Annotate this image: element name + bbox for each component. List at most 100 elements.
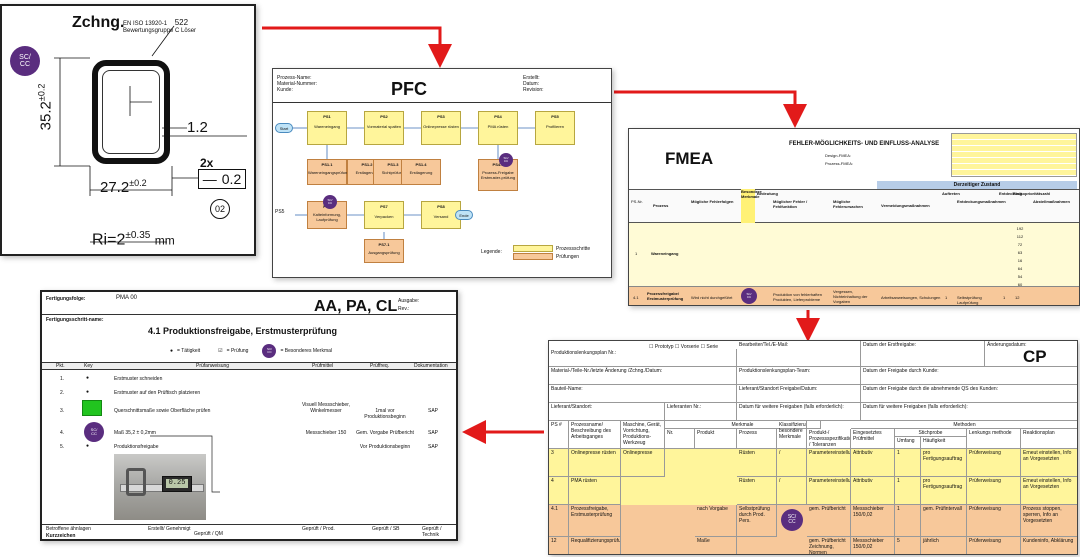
cp-r3-freq: gem. Prüfintervall bbox=[921, 505, 967, 537]
cp-r4-product: Maße bbox=[695, 537, 737, 554]
pfc-header bbox=[273, 69, 611, 103]
caliper-display: 0.25 bbox=[166, 479, 188, 488]
feature-count: 2x bbox=[200, 156, 214, 170]
cp-r3-product: nach Vorgabe bbox=[695, 505, 737, 537]
cp-checkbox-prototype[interactable]: ☐ Prototyp bbox=[649, 344, 674, 350]
radius-tol: ±0.35 bbox=[125, 230, 151, 241]
aa-col-key: Key bbox=[84, 363, 93, 369]
aa-r3-gauge: Visuell Messschieber, Winkelmesser bbox=[302, 402, 350, 414]
cp-r1-process: Rüsten bbox=[737, 449, 777, 477]
fmea-row41-rpz: 12 bbox=[1015, 295, 1020, 300]
aa-r3-freq: 1mal vor Produktionsbeginn bbox=[364, 408, 406, 420]
fmea-col-cause: Mögliche Fehlerursachen bbox=[833, 199, 863, 209]
fmea-col-process: Prozess bbox=[653, 203, 669, 208]
aa-col-doc: Dokumentation bbox=[414, 363, 448, 369]
cp-supplier-nr: Lieferanten Nr.: bbox=[665, 403, 737, 421]
fmea-process: Prozess-FMEA: bbox=[825, 161, 854, 166]
fmea-col-rpz: Risikoprioritätszahl bbox=[1013, 191, 1050, 196]
bullet-icon: ● bbox=[86, 375, 90, 381]
cp-customer-release: Datum der Freigabe durch Kunde: bbox=[861, 367, 1077, 385]
fmea-col-prevent: Vermeidungsmaßnahmen bbox=[881, 203, 930, 208]
fmea-col-detect: Entdeckungsmaßnahmen bbox=[957, 199, 1006, 204]
cp-r4-ps: 12 bbox=[549, 537, 569, 554]
table-row bbox=[549, 505, 1077, 537]
cp-r3-spec: gem. Prüfbericht bbox=[807, 505, 851, 537]
fmea-row41-det: 1 bbox=[1003, 295, 1006, 300]
cp-col-class: Klassifizierung besondere Merkmale bbox=[777, 421, 807, 449]
fmea-design: Design-FMEA: bbox=[825, 153, 852, 158]
profile-inner bbox=[102, 70, 160, 154]
cp-r4-name: Requalifizierungsprüfung bbox=[569, 537, 621, 554]
cp-r2-spec: Parametereinstellung bbox=[807, 477, 851, 505]
fmea-col-effect: Mögliche Fehlerfolgen bbox=[691, 199, 734, 204]
tolerance-ref: 522 bbox=[174, 18, 189, 27]
aa-panel: Fertigungsfolge: PMA 00 AA, PA, CL Ausga… bbox=[40, 290, 458, 541]
cp-r4-freq: jährlich bbox=[921, 537, 967, 554]
cp-r2-ps: 4 bbox=[549, 477, 569, 505]
cp-col-nr: Nr. bbox=[665, 429, 695, 449]
tolerance-note: Löser bbox=[181, 28, 197, 34]
fmea-row41-cause: Vergessen, Nichteinhaltung der Vorgaben bbox=[833, 289, 868, 304]
cp-checkbox-preseries[interactable]: ☐ Vorserie bbox=[674, 344, 700, 350]
aa-col-freq: Prüffreq. bbox=[370, 363, 390, 369]
aa-legend-activity: = Tätigkeit bbox=[177, 348, 201, 354]
fmea-row41-ps: 4.1 bbox=[633, 295, 639, 300]
aa-r1-pkt: 1. bbox=[60, 376, 65, 382]
flatness-frame: — 0.2 bbox=[198, 169, 246, 189]
cp-col-control: Lenkungs methode bbox=[967, 429, 1021, 449]
pfc-meta-created: Erstellt: bbox=[523, 75, 540, 81]
cp-group-methods: Methoden bbox=[851, 421, 1077, 429]
cp-checkbox-series[interactable]: ☐ Serie bbox=[700, 344, 719, 350]
cp-further-release-2: Datum für weitere Freigaben (falls erfor… bbox=[861, 403, 1077, 421]
aa-col-instruction: Prüfanweisung bbox=[196, 363, 230, 369]
cp-col-ps: PS # bbox=[549, 421, 569, 449]
pfc-legend-check bbox=[513, 253, 553, 260]
aa-r5-text: Produktionsfreigabe bbox=[114, 444, 159, 450]
dim-thickness: 1.2 bbox=[187, 119, 208, 136]
pfc-legend-title: Legende: bbox=[481, 249, 502, 255]
aa-r5-freq: Vor Produktionsbeginn bbox=[359, 444, 411, 450]
weld-group: Bewertungsgruppe C bbox=[123, 28, 180, 34]
weld-standard: EN ISO 13920-1 bbox=[123, 21, 168, 27]
bullet-icon: ● bbox=[86, 443, 90, 449]
cp-panel: ☐ Prototyp ☐ Vorserie ☐ Serie Produktion… bbox=[548, 340, 1078, 555]
cp-r1-reaction: Erneut einstellen, Info an Vorgesetzten bbox=[1021, 449, 1077, 477]
fmea-col-severity: Bedeutung bbox=[757, 191, 778, 196]
aa-footer-qm: Geprüft / QM bbox=[194, 531, 223, 537]
aa-header-row bbox=[42, 362, 456, 370]
fmea-info-box bbox=[951, 133, 1077, 177]
aa-r1-text: Erstmuster schneiden bbox=[114, 376, 163, 382]
cp-r2-process: Rüsten bbox=[737, 477, 777, 505]
fmea-col-special: Besondere Merkmale bbox=[741, 189, 762, 223]
aa-r4-gauge: Messschieber 150 bbox=[305, 430, 347, 436]
cp-further-release-1: Datum für weitere Freigaben (falls erfor… bbox=[737, 403, 861, 421]
caliper-photo: 0.25 bbox=[114, 454, 206, 520]
aa-footer-sb: Geprüft / SB bbox=[372, 526, 400, 532]
radius-unit: mm bbox=[154, 233, 175, 248]
fmea-row41-process: Prozessfreigabe/ Erstmusterprüfung bbox=[647, 291, 684, 301]
pfc-meta-customer: Kunde: bbox=[277, 87, 293, 93]
aa-r3-doc: SAP bbox=[428, 408, 439, 414]
cp-col-process: Prozess bbox=[737, 429, 777, 449]
cp-r2-reaction: Erneut einstellen, Info an Vorgesetzten bbox=[1021, 477, 1077, 505]
aa-footer-created: Erstellt/ Genehmigt bbox=[148, 526, 191, 532]
dimension-lines bbox=[54, 25, 247, 243]
fmea-row41-failure: Produktion von fehlerhaften Produkten, L… bbox=[773, 292, 822, 302]
profile-outline bbox=[92, 60, 170, 164]
pfc-badge-ps6: SC/ CC bbox=[323, 195, 337, 209]
pfc-meta-process: Prozess-Name: bbox=[277, 75, 312, 81]
bullet-icon: ● bbox=[86, 389, 90, 395]
cp-supplier-release: Lieferant/Standort Freigabe/Datum: bbox=[737, 385, 861, 403]
cp-r3-process: Selbstprüfung durch Prod. Pers. bbox=[737, 505, 777, 537]
dim-width: 27.2 bbox=[100, 179, 130, 196]
cp-r1-control: Prüferweisung bbox=[967, 449, 1021, 477]
fmea-col-failure: Möglicher Fehler / Fehlfunktion bbox=[773, 199, 808, 209]
aa-divider bbox=[42, 314, 456, 315]
cp-r1-freq: pro Fertigungsauftrag bbox=[921, 449, 967, 477]
fmea-col-occurrence: Auftreten bbox=[942, 191, 960, 196]
cp-sample: Stichprobe bbox=[895, 429, 967, 437]
cp-col-product: Produkt bbox=[695, 429, 737, 449]
